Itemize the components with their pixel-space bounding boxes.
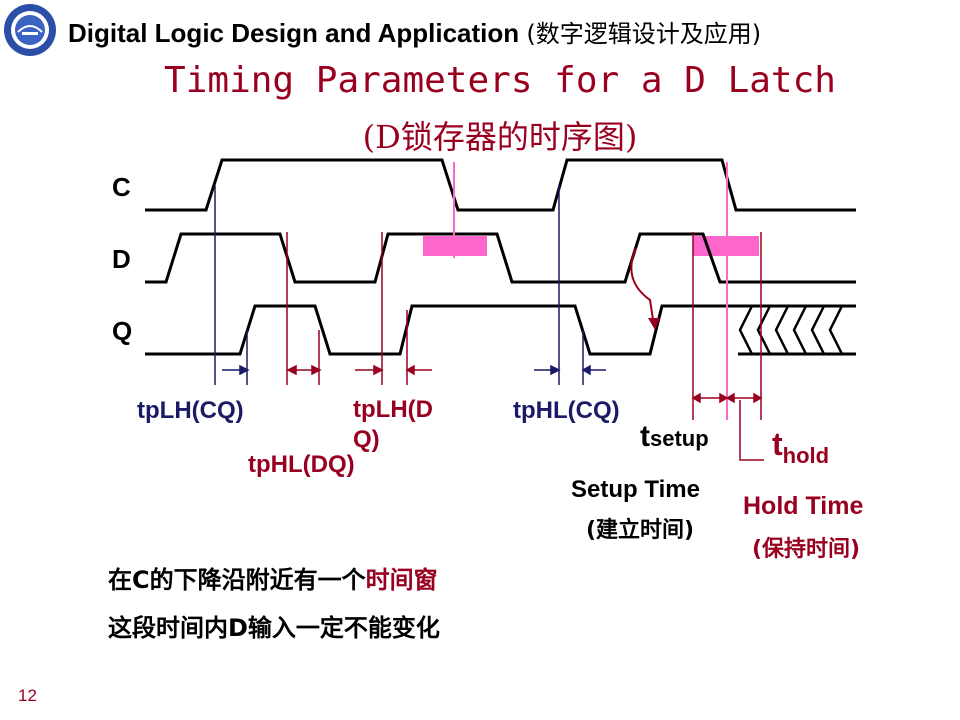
label-setup-time-cn: (建立时间) [586, 518, 695, 543]
note-line-2: 这段时间内D输入一定不能变化 [108, 614, 440, 642]
signal-label-q: Q [112, 316, 133, 346]
note-line-1: 在C的下降沿附近有一个时间窗 [108, 566, 438, 594]
label-setup-time: Setup Time [571, 476, 700, 503]
label-hold-time-cn: (保持时间) [752, 537, 861, 562]
timing-diagram [145, 158, 856, 461]
label-tplh-cq: tpLH(CQ) [137, 397, 244, 424]
signal-label-c: C [112, 172, 131, 202]
note-highlight: 时间窗 [365, 566, 438, 594]
course-title-cn: (数字逻辑设计及应用) [526, 20, 762, 48]
signal-label-d: D [112, 244, 131, 274]
tplh-dq-arrows [355, 364, 432, 376]
label-tsetup: tsetup [640, 420, 709, 453]
label-thold: thold [772, 426, 830, 468]
tplh-cq-arrows [222, 364, 250, 376]
tphl-cq-arrows [534, 364, 606, 376]
course-header: Digital Logic Design and Application (数字… [68, 14, 761, 49]
slide-subtitle: (D锁存器的时序图) [362, 118, 638, 156]
tphl-dq-arrows [286, 364, 322, 376]
label-tphl-cq: tpHL(CQ) [513, 397, 620, 424]
c-waveform [145, 158, 856, 212]
university-logo [2, 2, 58, 58]
d-to-q-arrow [630, 247, 655, 327]
label-tplh-dq-line1: tpLH(D [353, 396, 433, 423]
label-hold-time: Hold Time [743, 492, 864, 520]
thold-arrows [725, 392, 763, 404]
q-undefined-region [738, 305, 844, 355]
label-tphl-dq: tpHL(DQ) [248, 451, 355, 478]
q-waveform [145, 304, 856, 356]
course-title: Digital Logic Design and Application [68, 18, 520, 48]
slide-title: Timing Parameters for a D Latch [164, 60, 836, 101]
label-tplh-dq-line2: Q) [353, 426, 380, 453]
page-number: 12 [18, 686, 37, 705]
tsetup-arrows [691, 392, 729, 404]
